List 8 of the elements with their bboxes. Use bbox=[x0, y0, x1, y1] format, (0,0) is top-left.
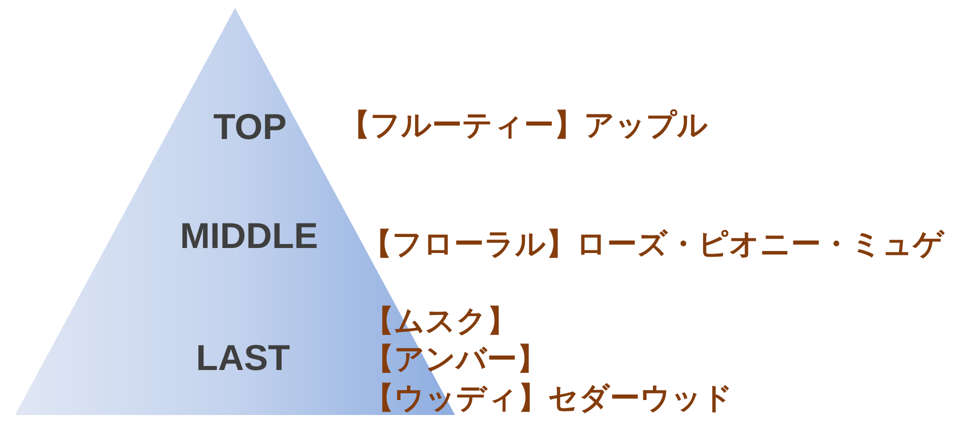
note-text: 【アンバー】 bbox=[364, 343, 547, 377]
level-label: MIDDLE bbox=[180, 217, 318, 255]
note-text: 【フルーティー】アップル bbox=[340, 109, 708, 143]
level-label: LAST bbox=[196, 339, 290, 377]
note-text: 【ウッディ】セダーウッド bbox=[364, 382, 733, 416]
level-label: TOP bbox=[213, 108, 287, 146]
note-text: 【フローラル】ローズ・ピオニー・ミュゲ bbox=[362, 228, 944, 262]
note-text: 【ムスク】 bbox=[364, 305, 517, 339]
